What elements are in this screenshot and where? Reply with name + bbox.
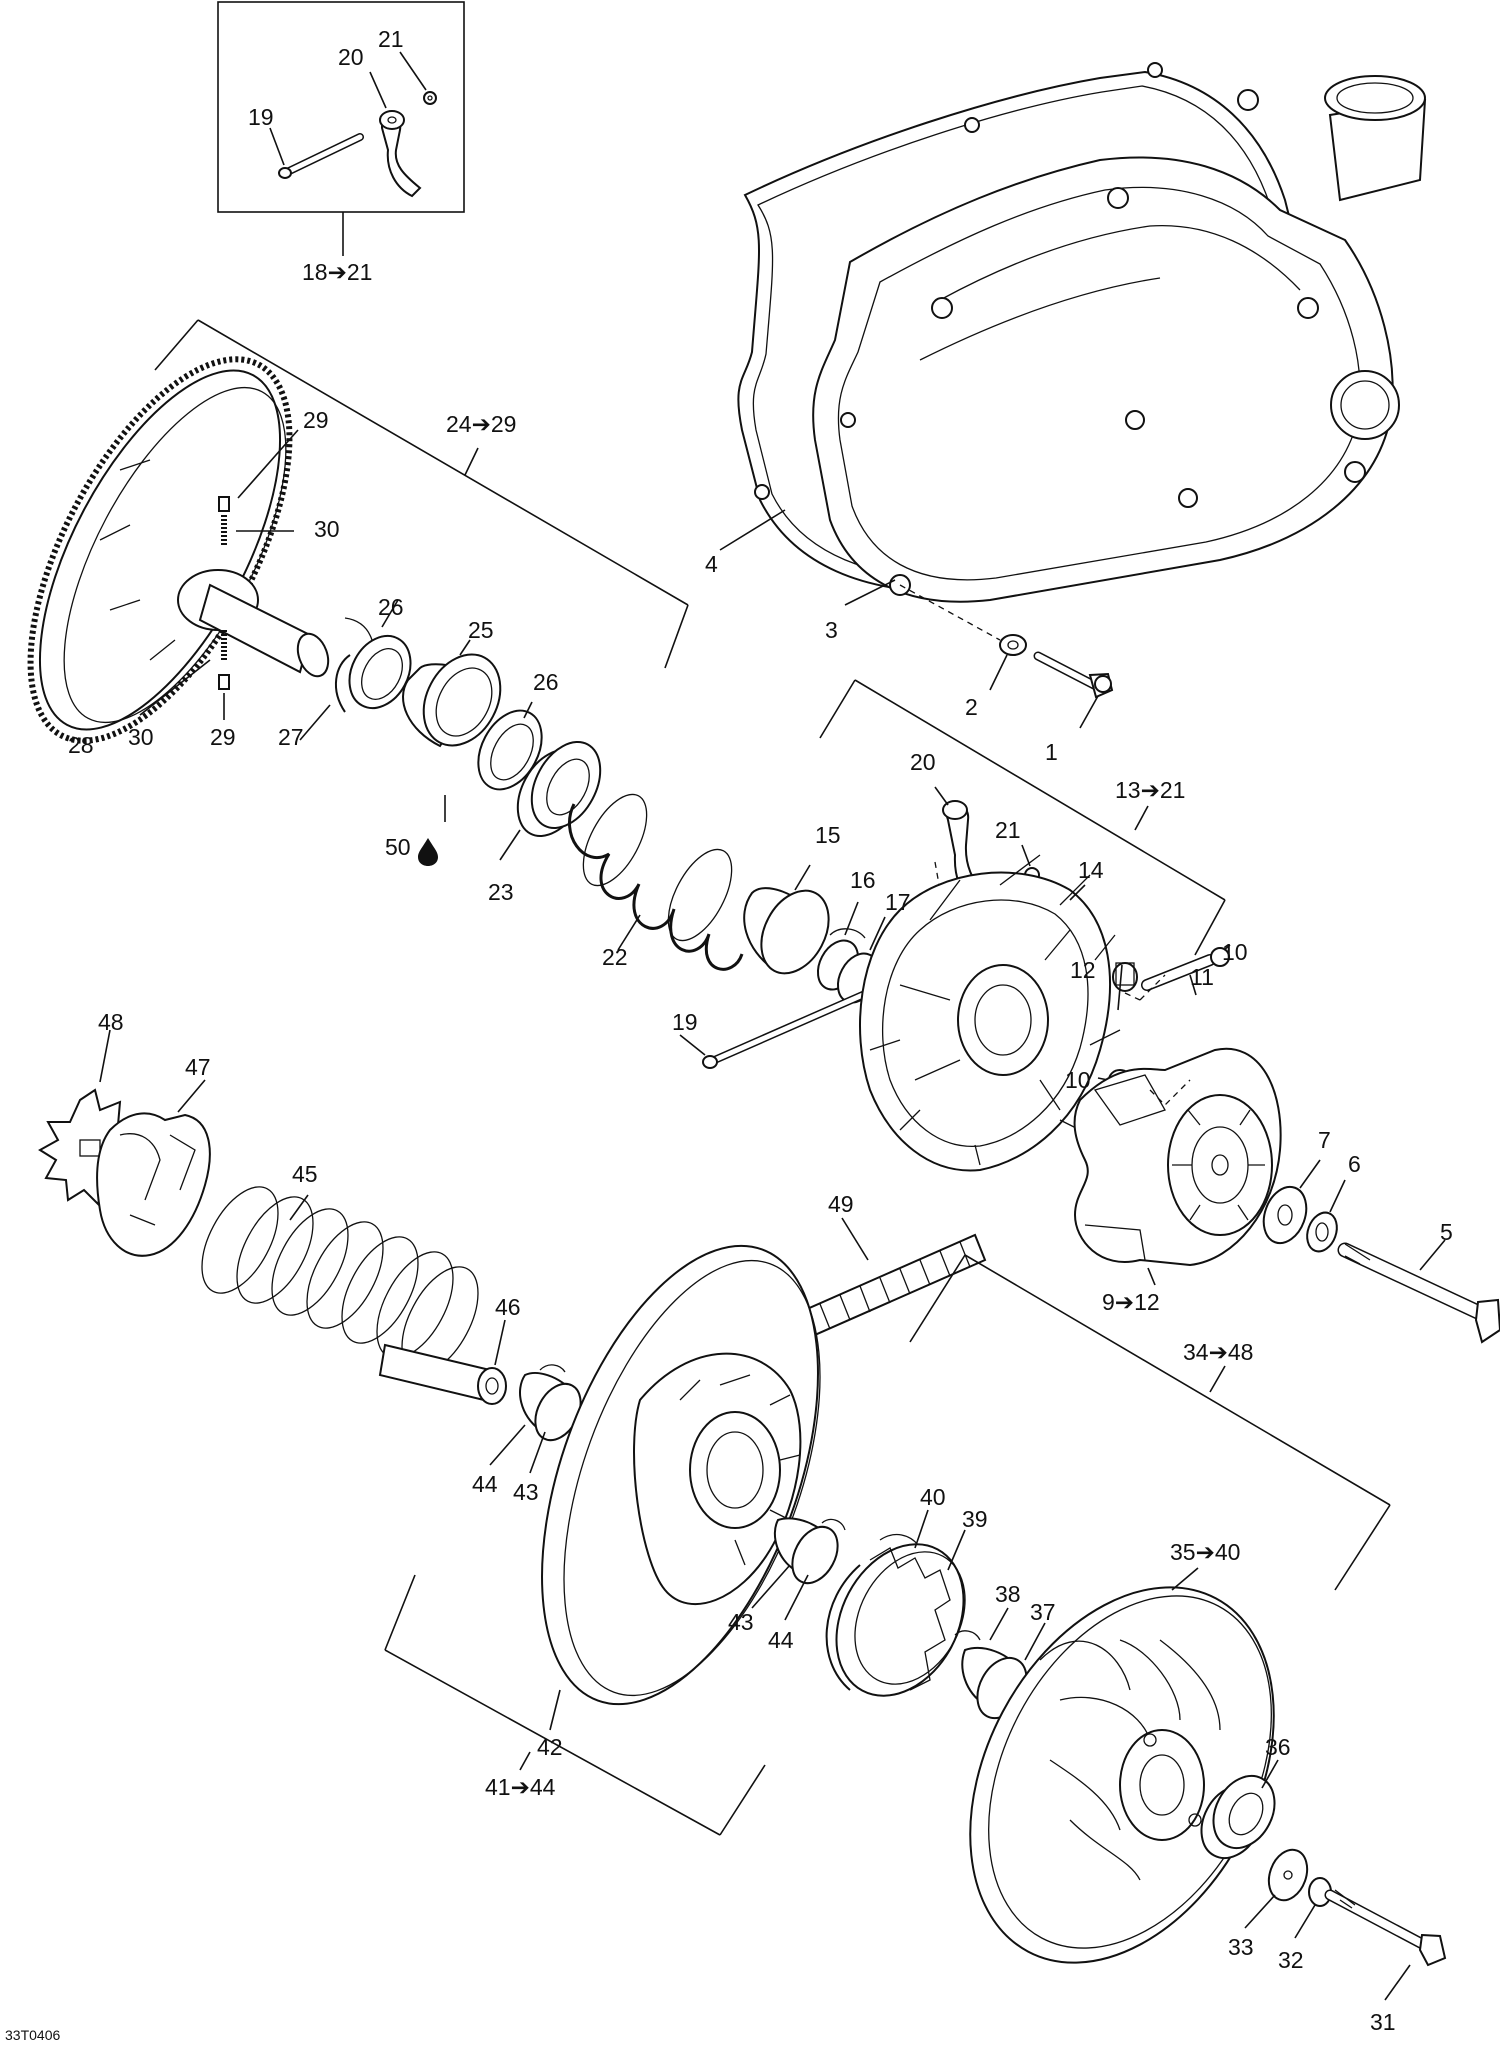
bushing-15: [743, 887, 830, 975]
inset-box-18-21: [217, 1, 465, 256]
label-47: 47: [185, 1054, 211, 1080]
washer-6: [1306, 1211, 1338, 1253]
label-23: 23: [488, 879, 514, 905]
label-27: 27: [278, 724, 304, 750]
spider-9-12: [1073, 1047, 1282, 1267]
label-29a: 29: [303, 407, 329, 433]
label-45: 45: [292, 1161, 318, 1187]
bracket-41-44: [384, 1574, 766, 1836]
label-28: 28: [68, 732, 94, 758]
label-1: 1: [1045, 739, 1058, 765]
reference-code: 33T0406: [5, 2027, 60, 2043]
label-7: 7: [1318, 1127, 1331, 1153]
bracket-13-21: [819, 679, 1226, 956]
fixed-sheave-gear-28: [27, 356, 330, 744]
label-16: 16: [850, 867, 876, 893]
bushing-25: [402, 653, 502, 748]
label-40: 40: [920, 1484, 946, 1510]
oil-drop-icon: [418, 838, 438, 866]
label-32: 32: [1278, 1947, 1304, 1973]
label-19: 19: [672, 1009, 698, 1035]
label-18-21: 18➔21: [302, 259, 372, 285]
label-21: 21: [995, 817, 1021, 843]
shaft-46: [378, 1343, 507, 1405]
driven-fixed-sheave-42: [541, 1244, 821, 1706]
driven-movable-sheave-35-40: [969, 1586, 1275, 1964]
pin-19: [702, 979, 894, 1069]
label-25: 25: [468, 617, 494, 643]
label-26a: 26: [378, 594, 404, 620]
label-43a: 43: [513, 1479, 539, 1505]
label-48: 48: [98, 1009, 124, 1035]
label-14: 14: [1078, 857, 1104, 883]
label-24-29: 24➔29: [446, 411, 516, 437]
label-44a: 44: [472, 1471, 498, 1497]
label-41-44: 41➔44: [485, 1774, 556, 1800]
label-5: 5: [1440, 1219, 1453, 1245]
label-20-top: 20: [338, 44, 364, 70]
label-13-21: 13➔21: [1115, 777, 1185, 803]
label-37: 37: [1030, 1599, 1056, 1625]
washer-7: [1262, 1185, 1308, 1245]
label-9-12: 9➔12: [1102, 1289, 1160, 1315]
label-38: 38: [995, 1581, 1021, 1607]
label-3: 3: [825, 617, 838, 643]
bolt-1: [1033, 651, 1114, 699]
label-11: 11: [1190, 964, 1214, 990]
nut-21-inset: [423, 91, 437, 105]
label-36: 36: [1265, 1734, 1291, 1760]
bracket-34-48: [909, 1254, 1391, 1591]
label-10b: 10: [1065, 1067, 1091, 1093]
label-4: 4: [705, 551, 718, 577]
bushing-43-44a: [519, 1364, 582, 1442]
bracket-24-29: [154, 319, 689, 669]
label-6: 6: [1348, 1151, 1361, 1177]
label-44b: 44: [768, 1627, 794, 1653]
slider-47: [96, 1112, 211, 1257]
label-42: 42: [537, 1734, 563, 1760]
label-26b: 26: [533, 669, 559, 695]
label-49: 49: [828, 1191, 854, 1217]
bushing-43-44b: [773, 1517, 846, 1585]
washer-2: [999, 634, 1027, 656]
spring-45: [201, 1186, 479, 1374]
label-34-48: 34➔48: [1183, 1339, 1253, 1365]
label-43b: 43: [728, 1609, 754, 1635]
part-labels: 21 20 19 18➔21 29 24➔29 30 26 25 26 30 2…: [5, 26, 1453, 2043]
label-30b: 30: [128, 724, 154, 750]
cam-39: [835, 1543, 966, 1697]
label-10a: 10: [1222, 939, 1248, 965]
label-22: 22: [602, 944, 628, 970]
label-30a: 30: [314, 516, 340, 542]
washer-33: [1267, 1848, 1309, 1902]
label-39: 39: [962, 1506, 988, 1532]
bolt-31: [1324, 1889, 1447, 1967]
spring-22: [568, 793, 744, 971]
pin-19-inset: [278, 133, 364, 179]
label-17: 17: [885, 889, 911, 915]
seal-26b: [477, 709, 543, 791]
spring-ring-40: [825, 1533, 919, 1691]
lever-20-inset: [379, 110, 422, 198]
bolt-5: [1337, 1242, 1500, 1344]
label-50: 50: [385, 834, 411, 860]
label-21-top: 21: [378, 26, 404, 52]
label-20: 20: [910, 749, 936, 775]
label-46: 46: [495, 1294, 521, 1320]
movable-sheave-14: [859, 854, 1121, 1172]
label-19-top: 19: [248, 104, 274, 130]
label-35-40: 35➔40: [1170, 1539, 1240, 1565]
label-31: 31: [1370, 2009, 1396, 2035]
bearing-36: [1200, 1774, 1276, 1860]
clutch-cover: [737, 62, 1427, 603]
snap-ring-27: [334, 617, 373, 713]
label-15: 15: [815, 822, 841, 848]
label-12: 12: [1070, 957, 1096, 983]
label-33: 33: [1228, 1934, 1254, 1960]
label-2: 2: [965, 694, 978, 720]
label-29b: 29: [210, 724, 236, 750]
